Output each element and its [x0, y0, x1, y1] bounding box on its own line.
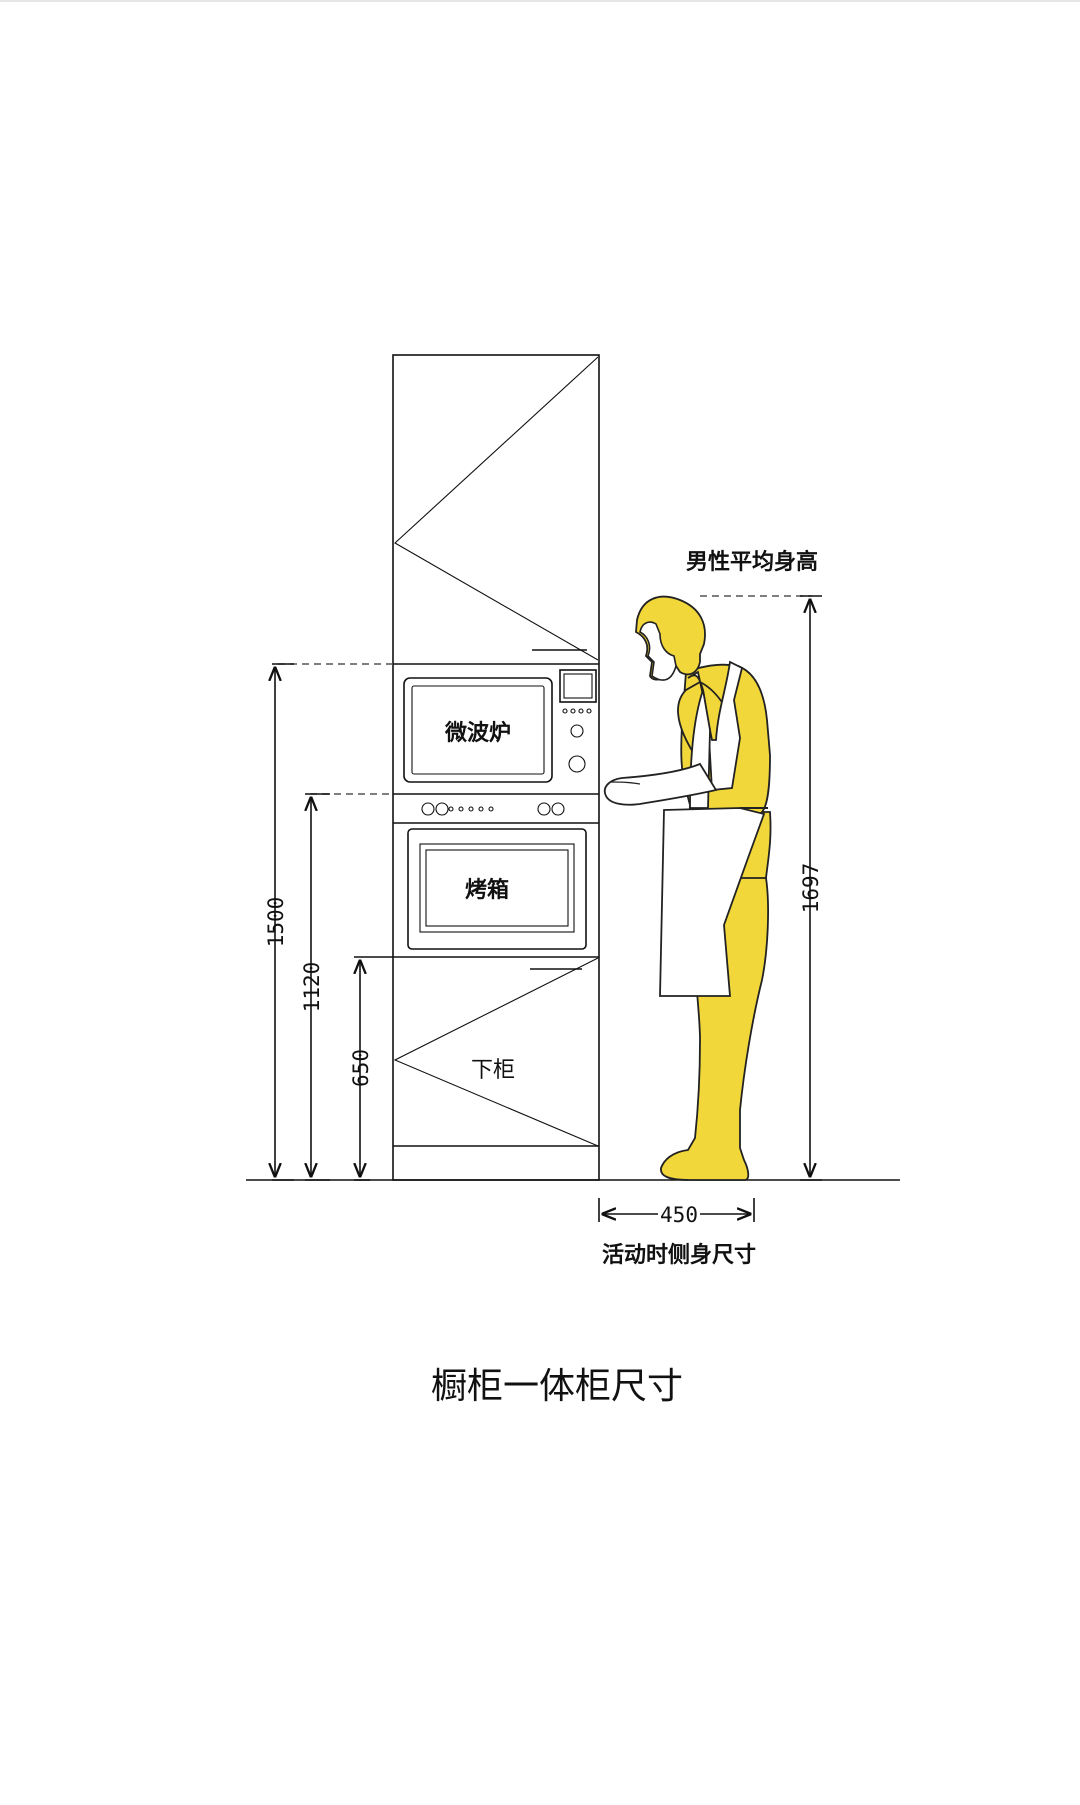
- average-male-height-label: 男性平均身高: [686, 549, 818, 575]
- oven: [407, 802, 587, 950]
- dimension-650-value: 650: [349, 1049, 373, 1087]
- dimension-1120-value: 1120: [300, 962, 324, 1013]
- lower-cabinet-label: 下柜: [471, 1058, 515, 1083]
- dimension-1500: [272, 663, 393, 1181]
- dimension-1120: [305, 793, 393, 1181]
- tall-cabinet: [392, 354, 600, 1181]
- microwave: [403, 669, 597, 783]
- dimension-450: [598, 1198, 755, 1222]
- person-figure: [603, 595, 772, 1181]
- dimension-1697-value: 1697: [799, 863, 823, 914]
- oven-label: 烤箱: [465, 877, 509, 903]
- dimension-1500-value: 1500: [264, 897, 288, 948]
- dimension-450-value: 450: [660, 1203, 698, 1227]
- side-body-clearance-label: 活动时侧身尺寸: [602, 1242, 756, 1268]
- page-title: 橱柜一体柜尺寸: [431, 1366, 683, 1407]
- dimension-650: [354, 956, 393, 1181]
- microwave-label: 微波炉: [444, 720, 511, 746]
- dimension-1697: [700, 595, 822, 1181]
